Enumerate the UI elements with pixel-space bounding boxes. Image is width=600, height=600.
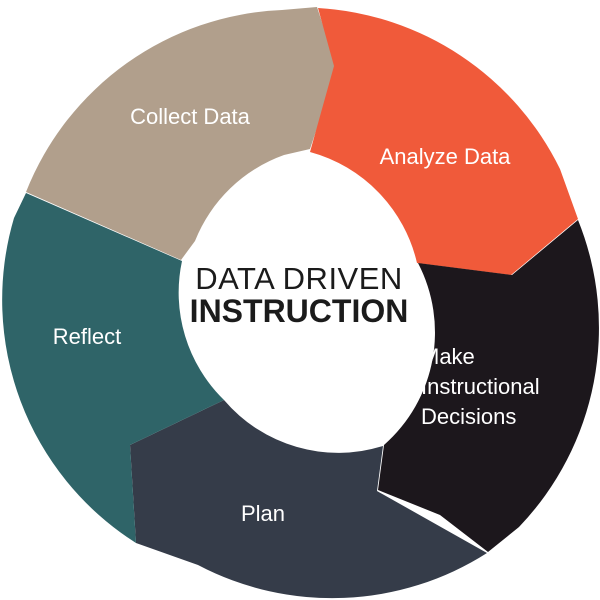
segment-make-instructional-decisions: [378, 220, 599, 552]
segment-label-line: Instructional: [421, 374, 540, 399]
center-title-line-1: DATA DRIVEN: [195, 261, 403, 296]
segment-label-line: Decisions: [421, 404, 516, 429]
segment-label-collect-data: Collect Data: [130, 104, 251, 129]
segment-label-analyze-data: Analyze Data: [380, 144, 512, 169]
segment-label-line: Plan: [241, 501, 285, 526]
segment-collect-data: [26, 7, 337, 260]
segment-label-reflect: Reflect: [53, 324, 121, 349]
segment-label-line: Make: [421, 344, 475, 369]
segment-label-line: Reflect: [53, 324, 121, 349]
segment-label-plan: Plan: [241, 501, 285, 526]
segment-plan: [130, 400, 487, 599]
center-title-line-2: INSTRUCTION: [190, 293, 409, 329]
segment-label-line: Analyze Data: [380, 144, 512, 169]
segment-analyze-data: [310, 8, 578, 275]
segment-label-line: Collect Data: [130, 104, 251, 129]
segment-reflect: [2, 193, 225, 543]
